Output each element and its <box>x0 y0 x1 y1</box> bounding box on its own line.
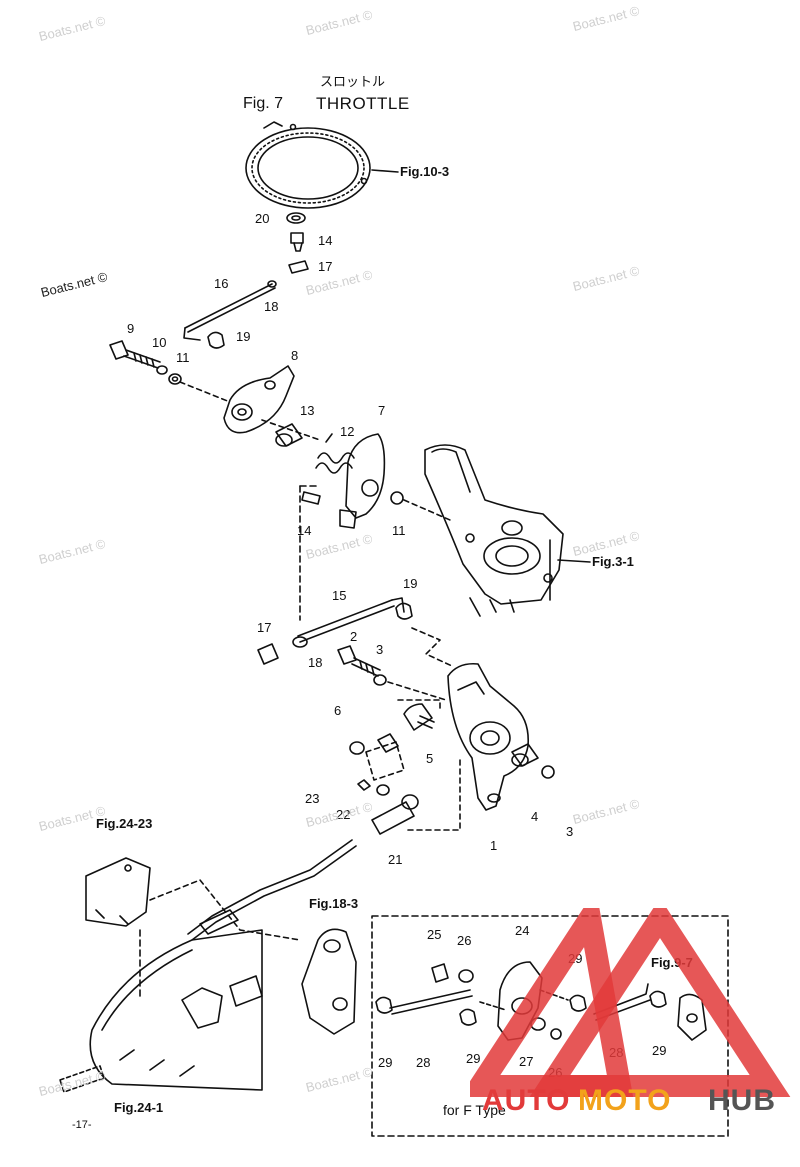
fig-ref-24-23: Fig.24-23 <box>96 816 153 831</box>
callout-part-14-b: 14 <box>297 523 312 538</box>
callout-part-14: 14 <box>318 233 333 248</box>
automotohub-logo <box>470 908 791 1097</box>
callout-part-17-b: 17 <box>257 620 272 635</box>
callout-part-16: 16 <box>214 276 229 291</box>
japanese-title: スロットル <box>320 75 386 90</box>
callout-part-3: 3 <box>376 642 384 657</box>
callout-part-29-d: 29 <box>652 1043 667 1058</box>
callout-part-23: 23 <box>305 791 320 806</box>
callout-part-4: 4 <box>531 809 539 824</box>
callout-part-13: 13 <box>300 403 315 418</box>
callout-part-18: 18 <box>264 299 279 314</box>
callout-part-10: 10 <box>152 335 167 350</box>
callout-part-24: 24 <box>515 923 530 938</box>
callout-part-17: 17 <box>318 259 333 274</box>
fig-ref-10-3: Fig.10-3 <box>400 164 450 179</box>
fig-ref-24-1: Fig.24-1 <box>114 1100 164 1115</box>
callout-part-9: 9 <box>127 321 135 336</box>
callout-part-19-b: 19 <box>403 576 418 591</box>
callout-part-20: 20 <box>255 211 270 226</box>
callout-part-25: 25 <box>427 927 442 942</box>
callout-part-26: 26 <box>457 933 472 948</box>
lower-cowl-part <box>59 929 263 1093</box>
throttle-lever-part <box>447 662 530 811</box>
fig-ref-3-1: Fig.3-1 <box>592 554 634 569</box>
callout-part-29-c: 29 <box>466 1051 481 1066</box>
callout-part-18-b: 18 <box>308 655 323 670</box>
ring-gasket-part <box>245 121 371 209</box>
logo-text-auto: AUTO <box>482 1084 571 1117</box>
callout-part-12: 12 <box>340 424 355 439</box>
logo-text-moto: MOTO <box>578 1084 672 1117</box>
callout-part-8: 8 <box>291 348 299 363</box>
callout-part-6: 6 <box>334 703 342 718</box>
callout-part-11: 11 <box>176 350 190 365</box>
callout-part-29-b: 29 <box>378 1055 393 1070</box>
callout-part-5: 5 <box>426 751 434 766</box>
page-number: -17- <box>72 1119 92 1131</box>
callout-part-11-b: 11 <box>392 523 406 538</box>
callout-part-19: 19 <box>236 329 251 344</box>
callout-part-3-b: 3 <box>566 824 574 839</box>
callout-part-2: 2 <box>350 629 358 644</box>
callout-part-21: 21 <box>388 852 403 867</box>
callout-part-1: 1 <box>490 838 498 853</box>
callout-part-22: 22 <box>336 807 351 822</box>
fig-ref-18-3: Fig.18-3 <box>309 896 359 911</box>
bracket-casting-part <box>424 444 564 617</box>
logo-red-triangle-inner <box>529 908 791 1097</box>
callout-part-27: 27 <box>519 1054 534 1069</box>
callout-part-15: 15 <box>332 588 347 603</box>
figure-label: Fig. 7 <box>243 95 284 112</box>
logo-text-hub: HUB <box>708 1084 776 1117</box>
callout-part-28: 28 <box>416 1055 431 1070</box>
callout-part-7: 7 <box>378 403 386 418</box>
f-type-box-label: for F Type <box>443 1102 506 1118</box>
page-title: THROTTLE <box>316 94 410 113</box>
cable-bracket-part <box>85 857 151 927</box>
